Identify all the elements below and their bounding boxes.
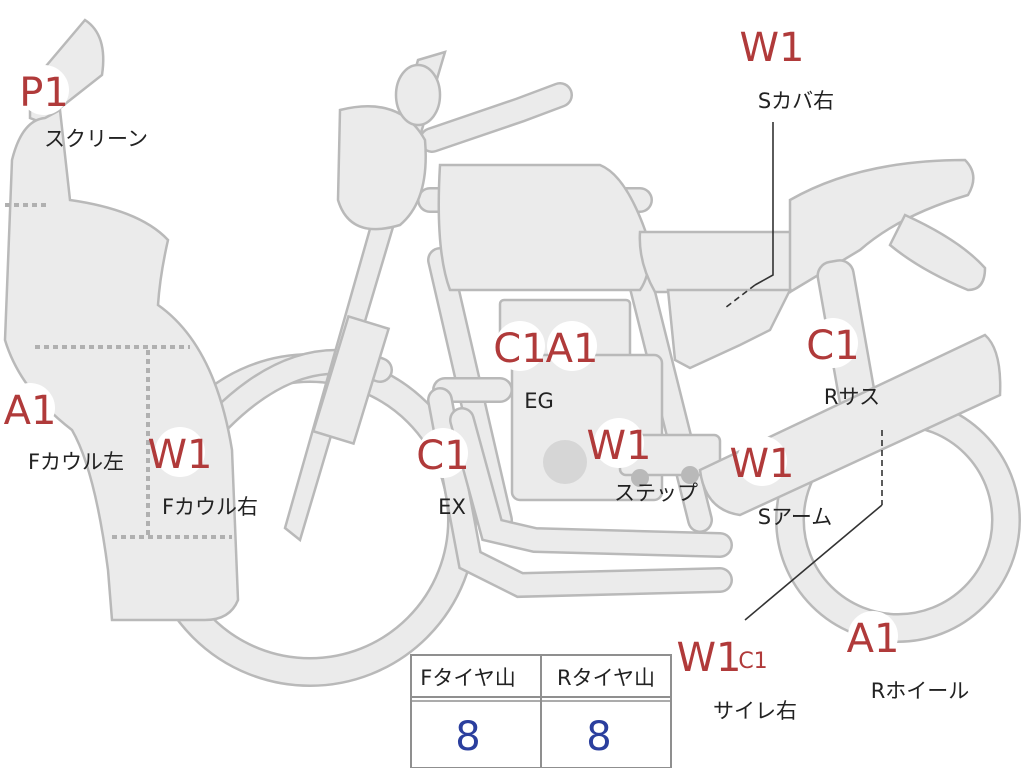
engine-code-2: A1 [546, 326, 599, 372]
tire-tread-table: Fタイヤ山 Rタイヤ山 8 8 [410, 654, 672, 769]
fcowl-right-label: Fカウル右 [162, 495, 258, 519]
fcowl-left-code: A1 [4, 388, 57, 434]
muffler-code: W1 [677, 635, 742, 681]
side-cover [666, 288, 793, 370]
step-label: ステップ [614, 481, 698, 505]
rear-wheel-code: A1 [847, 616, 900, 662]
engine-code-1: C1 [493, 326, 546, 372]
muffler-code-small: C1 [738, 649, 767, 674]
front-tire-value: 8 [455, 714, 480, 760]
swingarm-label: Sアーム [758, 505, 832, 529]
front-tire-header: Fタイヤ山 [420, 666, 515, 690]
muffler-label: サイレ右 [713, 699, 797, 723]
rear-susp-label: Rサス [824, 385, 880, 409]
code-badges [5, 20, 898, 680]
side-cover-code: W1 [740, 25, 805, 71]
exhaust-code: C1 [416, 433, 469, 479]
exhaust-pipes [427, 377, 733, 599]
fuel-tank [437, 163, 651, 292]
screen-label: スクリーン [44, 127, 148, 151]
fcowl-right-code: W1 [148, 432, 213, 478]
swingarm-code: W1 [730, 441, 795, 487]
seat-and-tail [638, 158, 987, 295]
rear-tire-header: Rタイヤ山 [557, 666, 655, 690]
fcowl-left-label: Fカウル左 [28, 450, 124, 474]
headlight [336, 63, 442, 231]
exhaust-label: EX [438, 495, 466, 519]
engine-label: EG [524, 389, 554, 413]
side-cover-label: Sカバ右 [758, 89, 834, 113]
step-code: W1 [587, 423, 652, 469]
footsteps [631, 466, 699, 487]
leader-lines [724, 122, 883, 621]
rear-wheel-label: Rホイール [871, 679, 970, 703]
rear-susp-code: C1 [806, 323, 859, 369]
screen-code: P1 [19, 70, 69, 116]
rear-tire-value: 8 [586, 714, 611, 760]
